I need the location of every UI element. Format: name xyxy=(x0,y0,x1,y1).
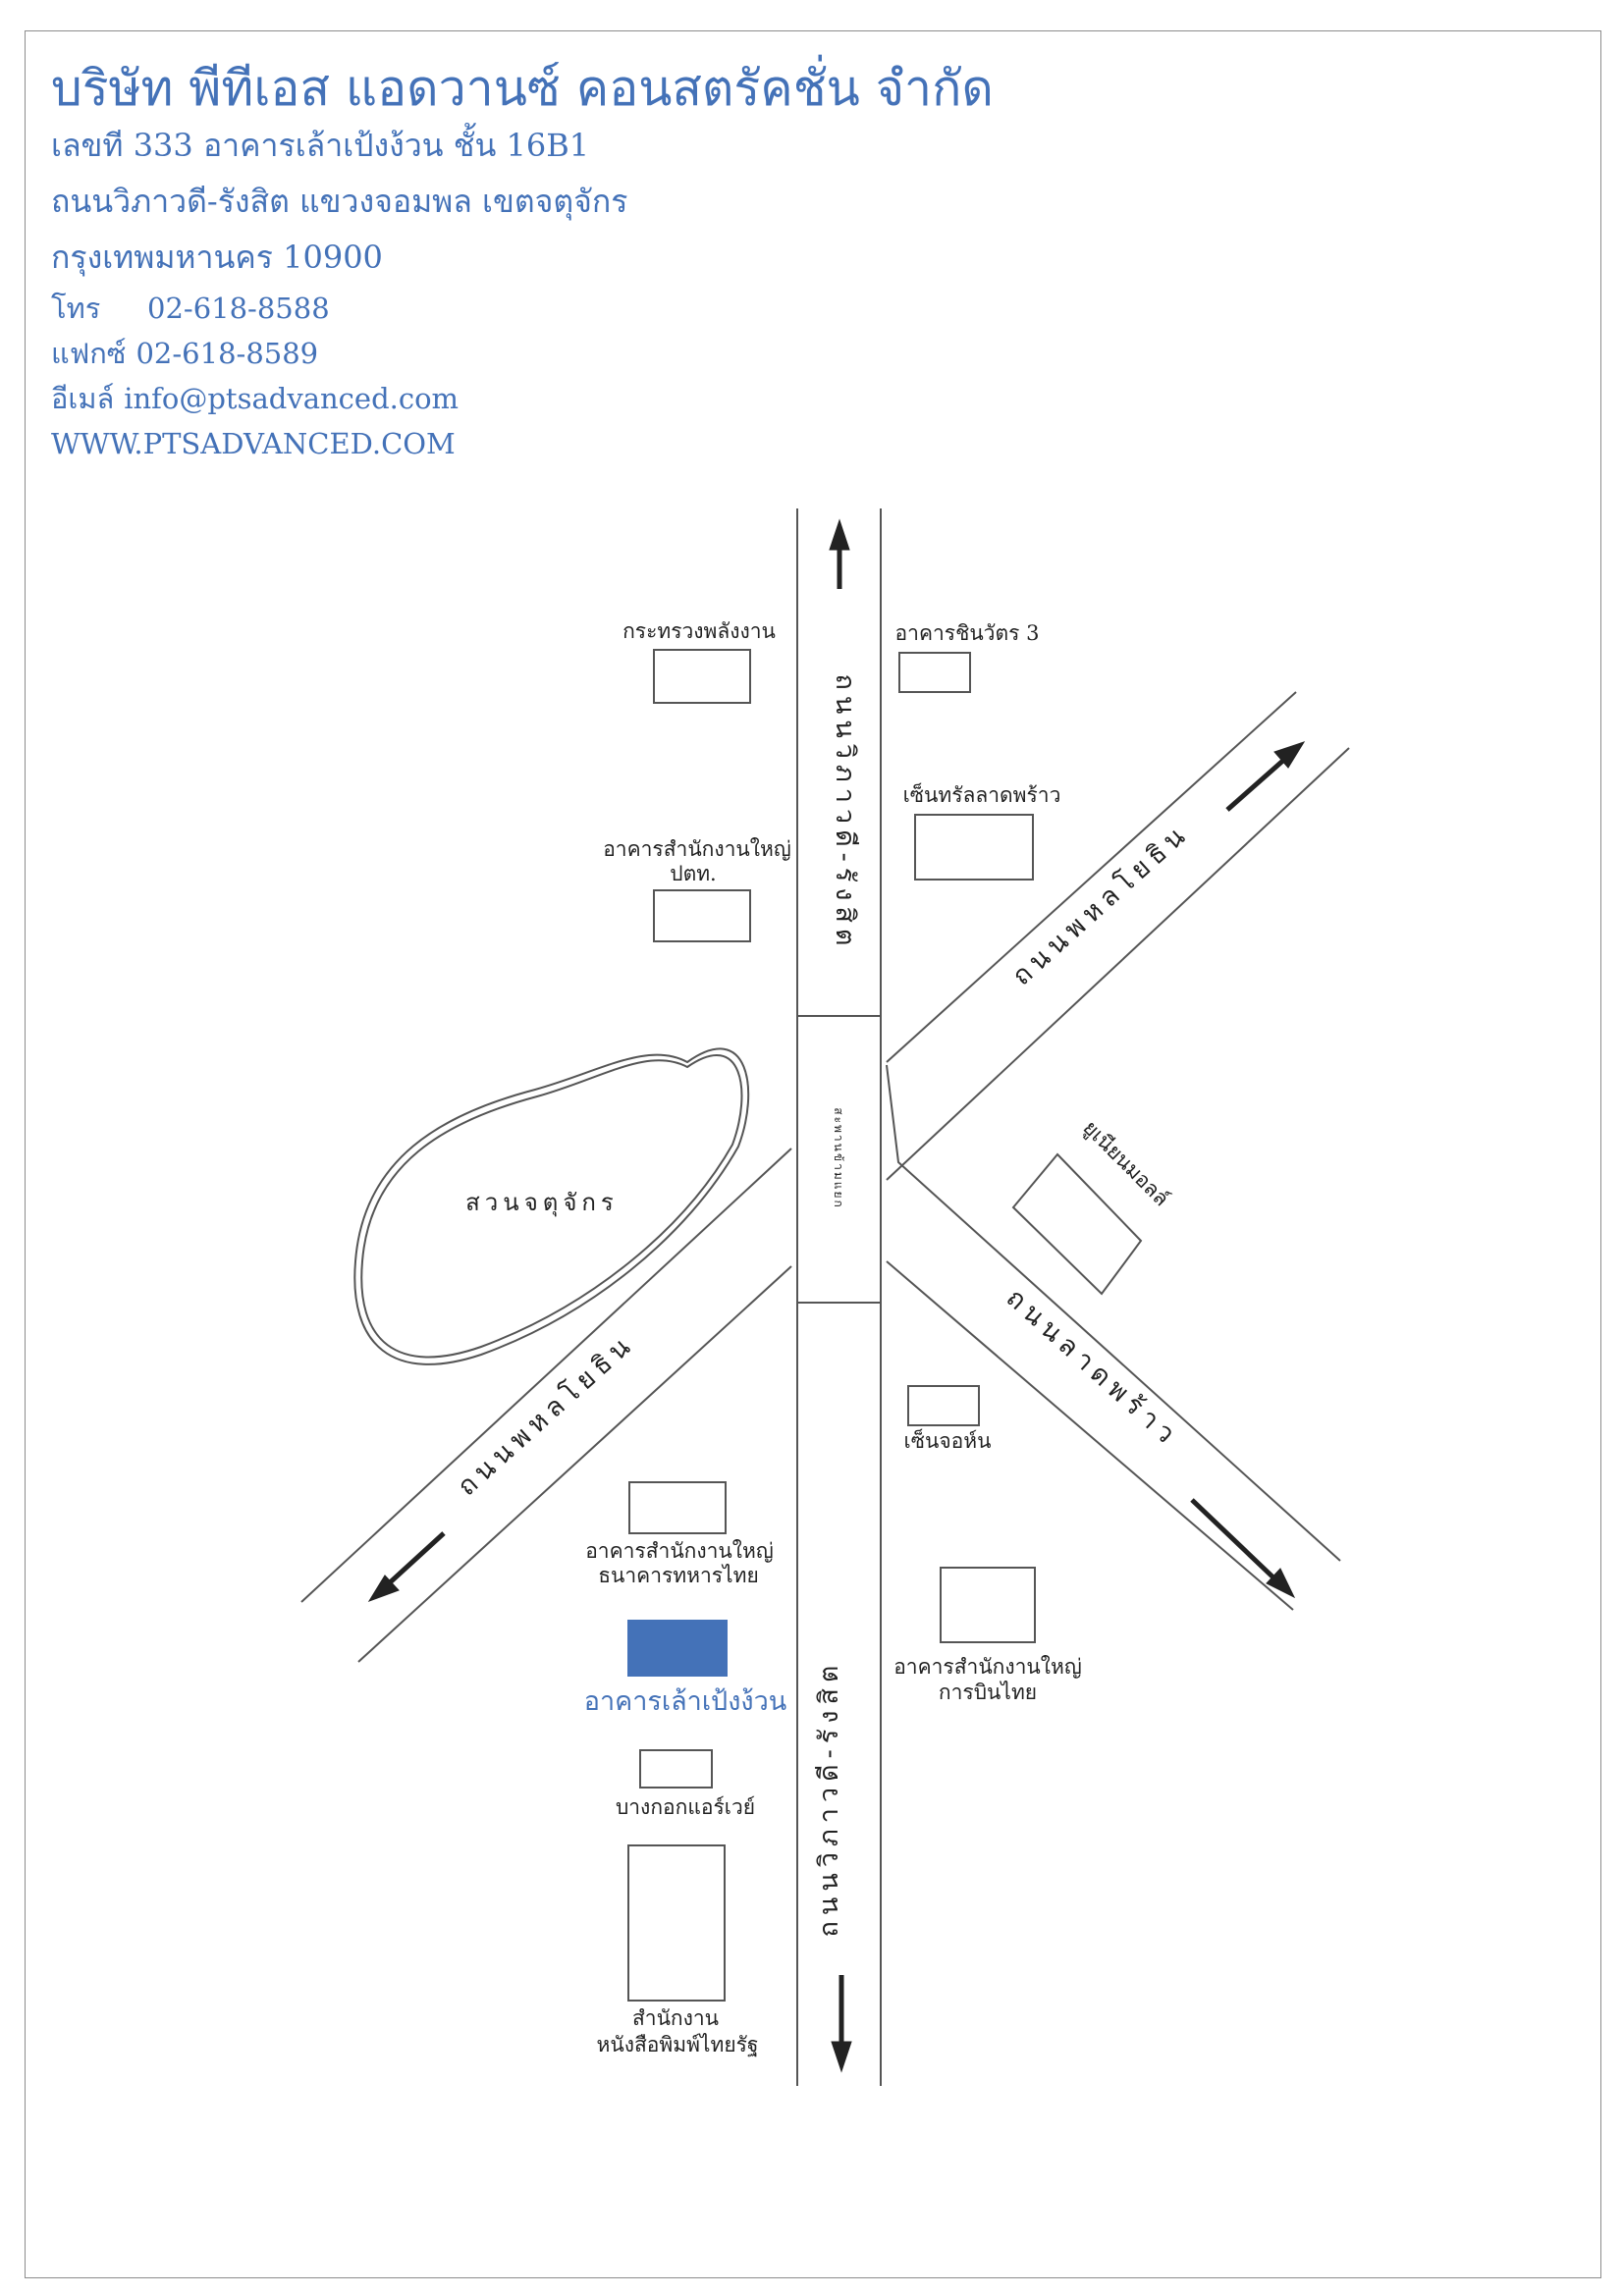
bangkok-airways-building xyxy=(639,1749,713,1789)
company-header: บริษัท พีทีเอส แอดวานซ์ คอนสตรัคชั่น จำก… xyxy=(51,59,994,466)
union-mall-building xyxy=(1011,1152,1143,1296)
label-shinawatra3: อาคารชินวัตร 3 xyxy=(895,621,1040,645)
fax-number: 02-618-8589 xyxy=(135,337,319,370)
email-link[interactable]: info@ptsadvanced.com xyxy=(124,382,460,415)
label-ptt-hq-2: ปตท. xyxy=(670,862,717,885)
road-label-phahon-ne: ถนนพหลโยธิน xyxy=(1006,818,1195,991)
phone-number[interactable]: 02-618-8588 xyxy=(147,292,330,325)
arrow-up-icon xyxy=(829,518,850,589)
energy-ministry-building xyxy=(653,649,751,704)
road-label-ladprao: ถนนลาดพร้าว xyxy=(1001,1283,1185,1454)
label-target-building: อาคารเล้าเป้งง้วน xyxy=(584,1686,786,1717)
label-union-mall: ยูเนียนมอลล์ xyxy=(1078,1116,1173,1211)
road-label-vibhavadi-south: ถนนวิภาวดี-รังสิต xyxy=(814,1660,844,1938)
arrow-southeast-icon xyxy=(1190,1498,1296,1599)
label-energy-ministry: กระทรวงพลังงาน xyxy=(622,619,776,643)
phone-label: โทร xyxy=(51,292,101,325)
ladprao-road-edge-upper xyxy=(886,1064,1341,1562)
central-jorhor-building xyxy=(907,1385,980,1426)
phone-row: โทร 02-618-8588 xyxy=(51,286,994,331)
ladprao-road-edge-lower xyxy=(886,1260,1294,1611)
email-row: อีเมล์ info@ptsadvanced.com xyxy=(51,376,994,421)
phahon-road-edge-upper xyxy=(300,1148,792,1603)
website-link[interactable]: WWW.PTSADVANCED.COM xyxy=(51,427,456,460)
label-thai-hq-1: อาคารสำนักงานใหญ่ xyxy=(893,1655,1082,1679)
phahon-road-edge-lower-ne xyxy=(886,747,1350,1181)
road-label-vibhavadi-north: ถนนวิภาวดี-รังสิต xyxy=(830,674,860,952)
chatuchak-park-outline-inner xyxy=(360,1054,743,1359)
phahon-road-edge-upper-ne xyxy=(886,691,1297,1063)
arrow-down-icon xyxy=(831,1975,852,2073)
tmb-hq-building xyxy=(628,1481,727,1534)
label-tmb-hq-1: อาคารสำนักงานใหญ่ xyxy=(585,1539,774,1563)
label-tmb-hq-2: ธนาคารทหารไทย xyxy=(598,1564,759,1587)
fax-label: แฟกซ์ xyxy=(51,337,127,370)
road-label-overpass: สะพานข้ามแยก xyxy=(832,1107,845,1209)
label-ptt-hq-1: อาคารสำนักงานใหญ่ xyxy=(603,837,791,861)
address-line-2: ถนนวิภาวดี-รังสิต แขวงจอมพล เขตจตุจักร xyxy=(51,183,628,220)
label-thai-hq-2: การบินไทย xyxy=(939,1681,1037,1704)
fax-row: แฟกซ์02-618-8589 xyxy=(51,331,994,376)
label-central-jorhor: เซ็นจอห์น xyxy=(904,1427,992,1453)
arrow-southwest-icon xyxy=(367,1531,446,1602)
address-line-3: กรุงเทพมหานคร 10900 xyxy=(51,239,383,276)
arrow-northeast-icon xyxy=(1225,741,1306,812)
central-ladprao-building xyxy=(914,814,1034,881)
address-line-1: เลขที 333 อาคารเล้าเป้งง้วน ชั้น 16B1 xyxy=(51,127,590,164)
thai-airways-hq-building xyxy=(940,1567,1036,1643)
label-bangkok-airways: บางกอกแอร์เวย์ xyxy=(616,1795,755,1819)
label-thairath-1: สำนักงาน xyxy=(632,2006,719,2030)
ptt-hq-building xyxy=(653,889,751,942)
label-central-ladprao: เซ็นทรัลลาดพร้าว xyxy=(903,781,1061,807)
page-border xyxy=(25,30,1601,2278)
label-thairath-2: หนังสือพิมพ์ไทยรัฐ xyxy=(597,2033,759,2056)
thairath-building xyxy=(627,1844,726,2002)
park-label: สวนจตุจักร xyxy=(465,1189,619,1217)
email-label: อีเมล์ xyxy=(51,382,115,415)
company-name: บริษัท พีทีเอส แอดวานซ์ คอนสตรัคชั่น จำก… xyxy=(51,60,994,117)
target-building-lao-peng-nguan xyxy=(627,1620,728,1677)
phahon-road-edge-lower xyxy=(357,1265,792,1663)
shinawatra3-building xyxy=(898,652,971,693)
overpass-box xyxy=(796,1015,882,1304)
chatuchak-park-outline xyxy=(353,1047,750,1365)
